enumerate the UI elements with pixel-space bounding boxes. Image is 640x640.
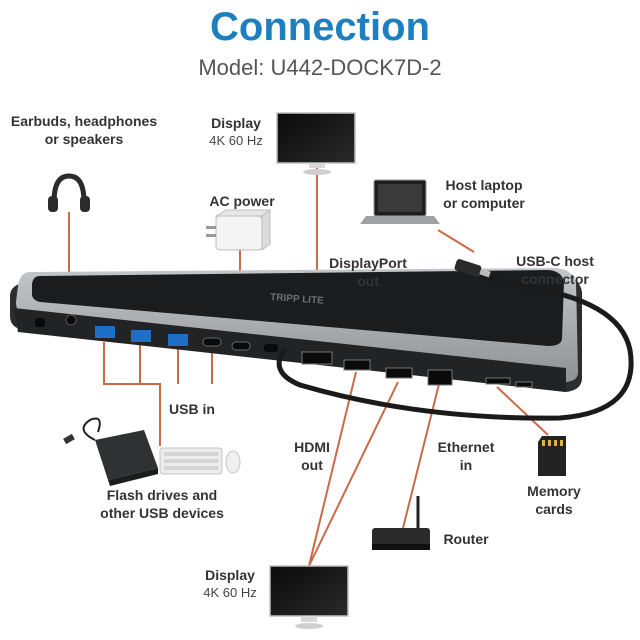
label-usb-in: USB in: [169, 401, 215, 417]
label-hdmi: HDMI out: [294, 439, 330, 473]
line-hdmi-2: [308, 381, 399, 567]
label-flash: Flash drives and other USB devices: [100, 487, 224, 521]
label-ethernet: Ethernet in: [437, 439, 495, 473]
displayport-port: [301, 351, 333, 365]
router-icon: [372, 496, 430, 550]
line-host: [437, 229, 475, 253]
label-memory: Memory cards: [527, 483, 581, 517]
label-ac-power: AC power: [209, 193, 275, 209]
power-adapter-icon: [206, 209, 272, 251]
line-memory: [496, 386, 549, 436]
sd-card-icon: [538, 436, 566, 476]
hdmi-port-2: [385, 367, 413, 379]
mouse-icon: [225, 450, 241, 474]
usb-a-port-3: [168, 334, 188, 346]
laptop-icon: [360, 179, 440, 224]
headphones-icon: [48, 173, 90, 212]
label-displayport: DisplayPort out: [329, 255, 407, 289]
power-input-port: [264, 344, 278, 352]
security-slot-port: [35, 318, 45, 327]
monitor-icon: [269, 565, 349, 629]
page-title: Connection: [210, 5, 430, 49]
line-usb-1: [103, 342, 161, 446]
label-display-top: Display 4K 60 Hz: [209, 115, 263, 148]
monitor-icon: [276, 112, 356, 175]
hdmi-port-1: [343, 359, 371, 371]
line-hdmi-1: [308, 371, 357, 567]
model-number: Model: U442-DOCK7D-2: [198, 55, 442, 80]
usb-c-port-1: [202, 337, 222, 347]
ethernet-port: [427, 369, 453, 386]
connector-lines: [68, 165, 549, 567]
microsd-card-slot: [515, 381, 533, 388]
usb-a-port-1: [95, 326, 115, 338]
sd-card-slot: [485, 377, 511, 385]
usb-c-host-cable: [276, 271, 634, 421]
docking-station: TRIPP LITE: [10, 268, 582, 392]
keyboard-icon: [159, 447, 223, 475]
usb-a-port-2: [131, 330, 151, 342]
usb-c-port-2: [231, 341, 251, 351]
label-earbuds: Earbuds, headphones or speakers: [10, 113, 158, 147]
audio-jack-port: [65, 314, 77, 326]
label-router: Router: [443, 531, 489, 547]
label-display-bottom: Display 4K 60 Hz: [203, 567, 257, 600]
usb-c-host-plug: [454, 259, 482, 277]
label-usbc-host: USB-C host connector: [516, 253, 594, 287]
line-ethernet: [402, 379, 441, 529]
hard-drive-icon: [63, 417, 158, 486]
label-host: Host laptop or computer: [443, 177, 525, 211]
svg-text:TRIPP LITE: TRIPP LITE: [270, 292, 325, 307]
